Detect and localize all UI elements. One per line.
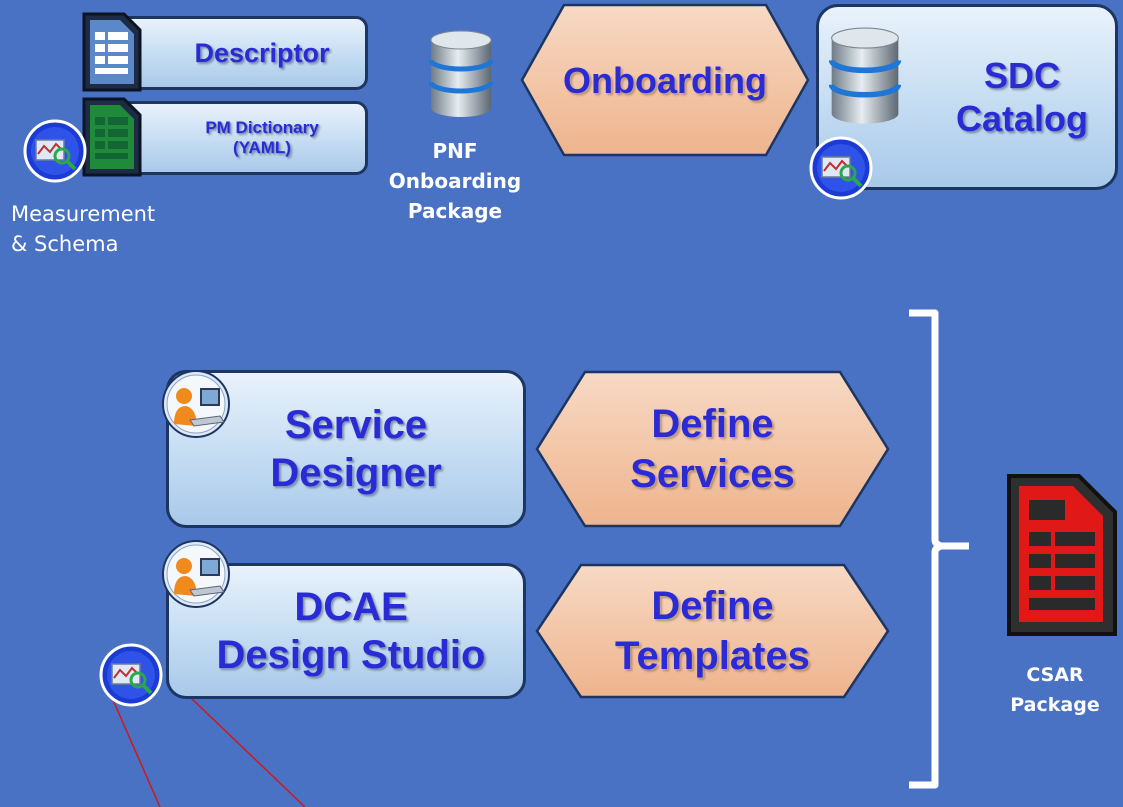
document-icon <box>82 12 142 92</box>
define-templates-line1: Define <box>651 584 774 628</box>
measurement-line1: Measurement <box>11 202 156 226</box>
dcae-measurement-badge-icon <box>99 643 163 707</box>
define-services-line2: Services <box>630 452 795 496</box>
yaml-document-icon <box>82 97 142 177</box>
define-services-hexagon: Define Services <box>535 370 890 528</box>
csar-package-label: CSAR Package <box>990 660 1120 721</box>
dcae-line1: DCAE <box>294 585 408 629</box>
csar-line2: Package <box>1010 694 1100 717</box>
descriptor-label: Descriptor <box>194 37 330 68</box>
database-icon <box>428 30 494 117</box>
dcae-line2: Design Studio <box>216 633 486 677</box>
measurement-schema-label: Measurement & Schema <box>11 199 155 260</box>
csar-line1: CSAR <box>1026 664 1084 686</box>
define-templates-line2: Templates <box>615 634 810 678</box>
grouping-bracket <box>909 309 969 789</box>
pnf-line2: Onboarding <box>388 169 522 193</box>
dcae-person-icon <box>162 540 230 608</box>
sdc-line2: Catalog <box>955 98 1088 139</box>
pm-dictionary-line1: PM Dictionary <box>205 117 319 137</box>
pm-dictionary-line2: (YAML) <box>233 138 291 157</box>
service-designer-box: Service Designer <box>166 370 526 528</box>
pnf-package-label: PNF Onboarding Package <box>367 136 543 226</box>
designer-person-icon <box>162 370 230 438</box>
define-services-line1: Define <box>651 402 774 446</box>
pnf-line1: PNF <box>432 139 478 163</box>
service-designer-line1: Service <box>284 403 428 447</box>
csar-document-icon <box>1007 474 1117 636</box>
catalog-measurement-badge-icon <box>809 136 873 200</box>
descriptor-box: Descriptor <box>118 16 368 90</box>
measurement-line2: & Schema <box>11 232 119 257</box>
define-templates-hexagon: Define Templates <box>535 563 890 699</box>
service-designer-line2: Designer <box>270 451 442 495</box>
onboarding-hexagon: Onboarding <box>520 3 810 157</box>
catalog-database-icon <box>828 27 902 124</box>
sdc-line1: SDC <box>983 54 1060 96</box>
measurement-badge-icon <box>23 119 87 183</box>
pm-dictionary-box: PM Dictionary (YAML) <box>118 101 368 175</box>
onboarding-label: Onboarding <box>563 59 767 101</box>
pnf-line3: Package <box>407 199 503 223</box>
